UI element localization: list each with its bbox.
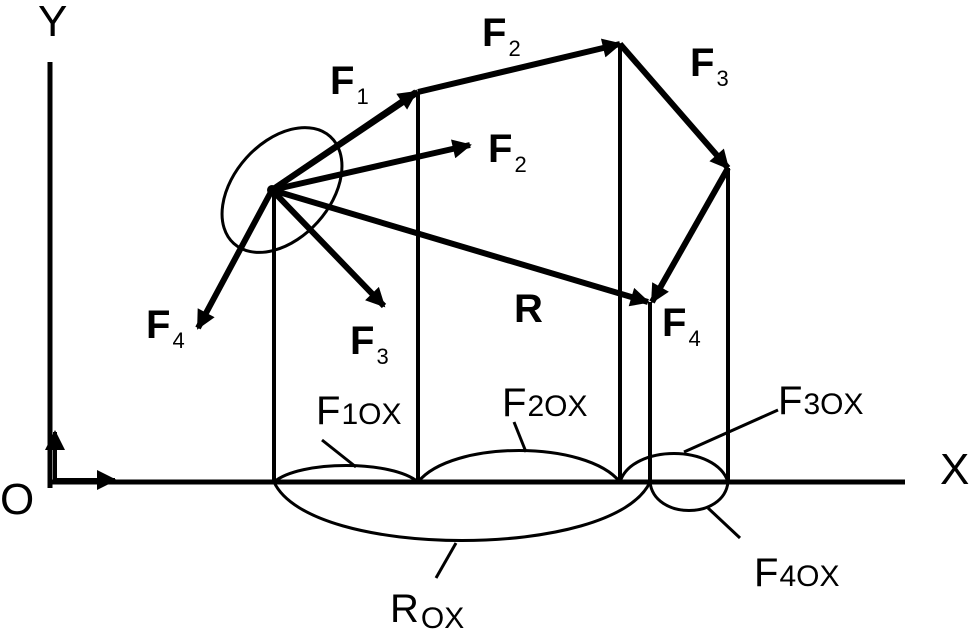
force-f4-arrow <box>195 188 275 330</box>
f3ox-brace <box>618 452 730 483</box>
f1ox-leader <box>321 438 357 469</box>
force-f3-arrow <box>269 187 387 309</box>
label-polygon-f2: F2 <box>482 11 521 61</box>
resultant-r-arrow <box>271 187 650 307</box>
f2ox-brace <box>416 449 622 483</box>
f1ox-brace <box>273 464 419 484</box>
rox-leader <box>434 542 458 579</box>
label-f3ox: F3OX <box>778 379 863 423</box>
label-f2ox: F2OX <box>502 381 587 425</box>
label-resultant: R <box>514 287 543 331</box>
f4ox-leader <box>706 506 742 540</box>
polygon-f2-arrow <box>417 38 622 95</box>
label-polygon-f3: F3 <box>690 41 729 91</box>
label-polygon-f4: F4 <box>662 301 701 351</box>
label-f1ox: F1OX <box>316 389 401 433</box>
rox-brace <box>272 481 652 542</box>
label-f3: F3 <box>350 319 389 369</box>
polygon-f3-arrow <box>617 42 731 170</box>
force-f2-arrow <box>271 139 472 193</box>
x-axis-label: X <box>940 445 969 494</box>
label-rox: ROX <box>390 587 464 634</box>
label-f4: F4 <box>146 303 185 353</box>
polygon-f4-arrow <box>649 166 731 304</box>
polygon-f1-segment <box>270 89 420 193</box>
body-ellipse <box>220 126 344 254</box>
label-f2: F2 <box>488 127 527 177</box>
origin-label: O <box>0 475 34 524</box>
label-f4ox: F4OX <box>754 551 839 595</box>
y-axis-label: Y <box>38 0 67 46</box>
f2ox-leader <box>512 421 528 453</box>
f3ox-leader <box>683 408 779 454</box>
label-f1: F1 <box>330 59 369 109</box>
f4ox-brace <box>648 481 730 512</box>
